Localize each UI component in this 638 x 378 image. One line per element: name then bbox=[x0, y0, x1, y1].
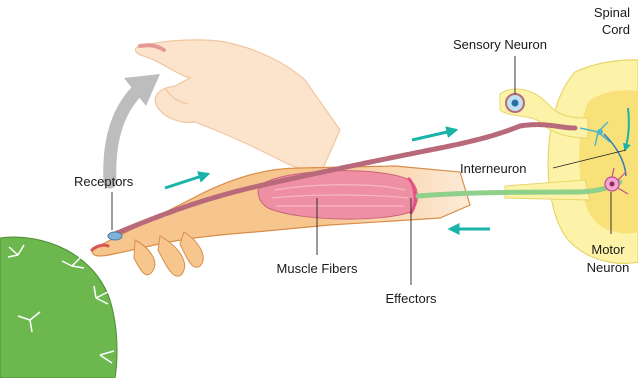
retracted-hand bbox=[136, 40, 341, 175]
spinal-cord bbox=[548, 60, 638, 263]
receptors-label: Receptors bbox=[74, 174, 134, 189]
sensory-direction-arrow-1 bbox=[165, 174, 208, 188]
sensory-neuron-label: Sensory Neuron bbox=[453, 37, 547, 52]
cactus bbox=[0, 237, 117, 378]
motor-neuron-label-line1: Motor bbox=[591, 242, 625, 257]
receptor bbox=[108, 232, 122, 240]
motor-neuron-label-line2: Neuron bbox=[587, 260, 630, 275]
muscle bbox=[258, 171, 417, 219]
interneuron-label: Interneuron bbox=[460, 161, 527, 176]
effectors-label: Effectors bbox=[385, 291, 437, 306]
withdrawal-arrow bbox=[110, 74, 160, 182]
spinal-cord-label-line2: Cord bbox=[602, 22, 630, 37]
muscle-fibers-label: Muscle Fibers bbox=[277, 261, 358, 276]
sensory-direction-arrow-2 bbox=[412, 130, 456, 140]
sensory-neuron-cell-body bbox=[506, 94, 524, 112]
spinal-cord-label-line1: Spinal bbox=[594, 5, 630, 20]
